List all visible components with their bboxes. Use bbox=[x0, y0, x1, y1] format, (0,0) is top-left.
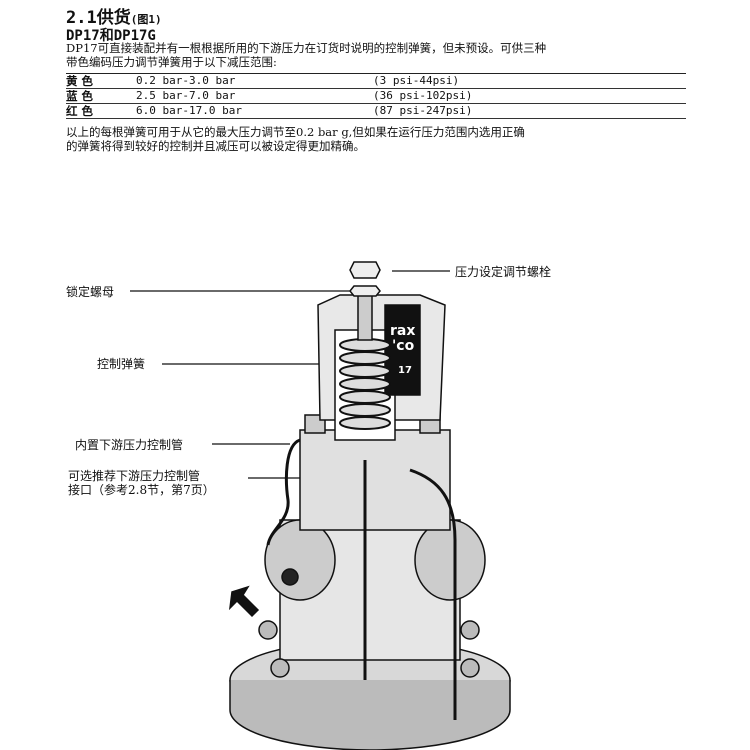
adjusting-bolt bbox=[349, 261, 381, 341]
control-spring bbox=[339, 338, 391, 430]
section-title-text: 2.1供货 bbox=[66, 8, 131, 28]
subtitle: DP17和DP17G bbox=[66, 28, 156, 44]
intro-line: 带色编码压力调节弹簧用于以下减压范围: bbox=[66, 55, 277, 69]
label-line: 可选推荐下游压力控制管 bbox=[68, 469, 201, 483]
intro-paragraph: DP17可直接装配并有一根根据所用的下游压力在订货时说明的控制弹簧，但未预设。可… bbox=[66, 41, 546, 69]
bar-range: 6.0 bar-17.0 bar bbox=[136, 104, 242, 117]
label-control-spring: 控制弹簧 bbox=[97, 357, 146, 371]
svg-text:'co: 'co bbox=[392, 338, 415, 354]
psi-range: (87 psi-247psi) bbox=[373, 104, 473, 117]
label-line: 接口（参考2.8节，第7页） bbox=[68, 483, 215, 497]
svg-text:17: 17 bbox=[398, 365, 412, 376]
spring-color: 红色 bbox=[66, 104, 97, 118]
table-row: 黄色 0.2 bar-3.0 bar (3 psi-44psi) bbox=[66, 74, 686, 89]
label-internal-pipe: 内置下游压力控制管 bbox=[75, 438, 184, 452]
valve-body bbox=[229, 414, 511, 750]
spring-color: 黄色 bbox=[66, 74, 97, 88]
label-lock-nut: 锁定螺母 bbox=[66, 285, 115, 299]
bar-range: 0.2 bar-3.0 bar bbox=[136, 74, 236, 87]
table-row: 红色 6.0 bar-17.0 bar (87 psi-247psi) bbox=[66, 104, 686, 119]
leader-lines bbox=[130, 270, 450, 479]
label-adjust-bolt: 压力设定调节螺栓 bbox=[455, 265, 552, 279]
spring-table: 黄色 0.2 bar-3.0 bar (3 psi-44psi) 蓝色 2.5 bar… bbox=[66, 73, 686, 119]
flow-arrow-icon bbox=[228, 585, 260, 618]
svg-text:rax: rax bbox=[390, 323, 415, 339]
note-line: 的弹簧将得到较好的控制并且减压可以被设定得更加精确。 bbox=[66, 139, 365, 153]
figure-reference: (图1) bbox=[130, 13, 162, 26]
label-optional-pipe: 可选推荐下游压力控制管 接口（参考2.8节，第7页） bbox=[68, 469, 215, 497]
note-line: 以上的每根弹簧可用于从它的最大压力调节至0.2 bar g,但如果在运行压力范围… bbox=[66, 125, 525, 139]
spring-color: 蓝色 bbox=[66, 89, 97, 103]
table-row: 蓝色 2.5 bar-7.0 bar (36 psi-102psi) bbox=[66, 89, 686, 104]
control-pipes bbox=[266, 438, 457, 720]
psi-range: (3 psi-44psi) bbox=[373, 74, 460, 87]
bar-range: 2.5 bar-7.0 bar bbox=[136, 89, 236, 102]
intro-line: DP17可直接装配并有一根根据所用的下游压力在订货时说明的控制弹簧，但未预设。可… bbox=[66, 41, 547, 55]
psi-range: (36 psi-102psi) bbox=[373, 89, 473, 102]
section-title: 2.1供货(图1) bbox=[66, 3, 162, 28]
note-paragraph: 以上的每根弹簧可用于从它的最大压力调节至0.2 bar g,但如果在运行压力范围… bbox=[66, 125, 525, 153]
